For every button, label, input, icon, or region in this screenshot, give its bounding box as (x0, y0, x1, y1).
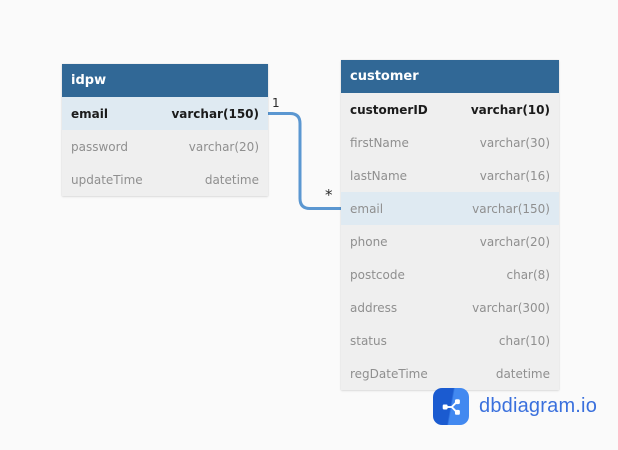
column-type: varchar(20) (188, 139, 259, 154)
column-type: varchar(150) (171, 106, 259, 121)
table-row-idpw-password[interactable]: password varchar(20) (62, 130, 268, 163)
cardinality-many-label: * (325, 186, 333, 204)
column-name: password (71, 139, 128, 154)
column-type: varchar(16) (479, 168, 550, 183)
column-type: datetime (495, 366, 550, 381)
table-customer: customer customerID varchar(10) firstNam… (341, 60, 559, 390)
column-type: datetime (204, 172, 259, 187)
cardinality-one-label: 1 (272, 96, 280, 110)
column-type: varchar(10) (470, 102, 550, 117)
column-name: lastName (350, 168, 408, 183)
table-row-customer-firstname[interactable]: firstName varchar(30) (341, 126, 559, 159)
column-type: varchar(150) (472, 201, 550, 216)
table-row-customer-customerid[interactable]: customerID varchar(10) (341, 93, 559, 126)
column-name: updateTime (71, 172, 143, 187)
share-nodes-icon (433, 388, 469, 425)
column-name: address (350, 300, 398, 315)
table-row-customer-phone[interactable]: phone varchar(20) (341, 225, 559, 258)
dbdiagram-logo-text: dbdiagram.io (479, 395, 598, 417)
column-name: phone (350, 234, 388, 249)
table-row-idpw-email[interactable]: email varchar(150) (62, 97, 268, 130)
column-type: char(10) (498, 333, 550, 348)
column-name: firstName (350, 135, 409, 150)
table-row-customer-address[interactable]: address varchar(300) (341, 291, 559, 324)
table-row-customer-postcode[interactable]: postcode char(8) (341, 258, 559, 291)
table-row-idpw-updatetime[interactable]: updateTime datetime (62, 163, 268, 196)
column-type: varchar(20) (479, 234, 550, 249)
table-row-customer-status[interactable]: status char(10) (341, 324, 559, 357)
column-name: email (350, 201, 384, 216)
table-idpw-header[interactable]: idpw (62, 64, 268, 97)
column-type: varchar(300) (472, 300, 550, 315)
column-type: char(8) (506, 267, 551, 282)
dbdiagram-logo-link[interactable]: dbdiagram.io (433, 388, 597, 425)
column-type: varchar(30) (479, 135, 550, 150)
column-name: regDateTime (350, 366, 428, 381)
column-name: status (350, 333, 387, 348)
table-customer-header[interactable]: customer (341, 60, 559, 93)
table-row-customer-email[interactable]: email varchar(150) (341, 192, 559, 225)
table-idpw: idpw email varchar(150) password varchar… (62, 64, 268, 196)
table-row-customer-regdatetime[interactable]: regDateTime datetime (341, 357, 559, 390)
column-name: email (71, 106, 108, 121)
column-name: customerID (350, 102, 428, 117)
column-name: postcode (350, 267, 405, 282)
table-row-customer-lastname[interactable]: lastName varchar(16) (341, 159, 559, 192)
